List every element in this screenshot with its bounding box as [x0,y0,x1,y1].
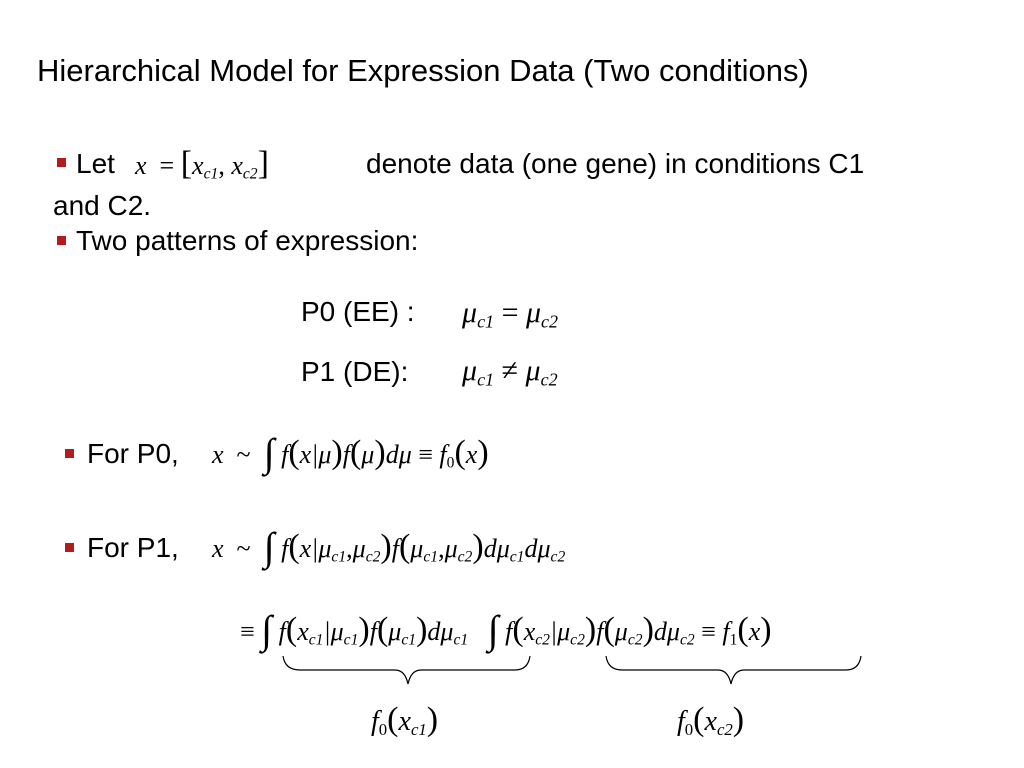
bullet-marker [65,449,74,458]
bullet-marker [57,236,66,245]
p0-label: P0 (EE) : [301,296,415,327]
brace-left-label: f0(xc1) [371,701,439,740]
p0-formula: μc1 = μc2 [462,296,559,332]
let-formula: x = [xc1, xc2] [135,145,269,183]
bullet-marker [57,158,66,167]
p1-formula: μc1 ≠ μc2 [462,354,558,390]
let-text: Let [76,148,115,179]
bullet-marker [65,543,74,552]
p1-equation-line2: ≡ ∫ f(xc1|μc1)f(μc1)dμc1 ∫ f(xc2|μc2)f(μ… [240,607,772,652]
patterns-text: Two patterns of expression: [76,225,419,256]
let-description: denote data (one gene) in conditions C1 [366,148,865,179]
p1-equation-line1: x ~ ∫ f(x|μc1,μc2)f(μc1,μc2)dμc1dμc2 [212,524,566,569]
p1-label: P1 (DE): [301,356,409,387]
for-p1-text: For P1, [87,532,179,563]
for-p0-text: For P0, [87,438,179,469]
p0-equation: x ~ ∫ f(x|μ)f(μ)dμ ≡ f0(x) [212,430,489,475]
slide-title: Hierarchical Model for Expression Data (… [37,53,809,88]
brace-right-label: f0(xc2) [677,701,745,740]
underbrace-left [282,655,531,685]
underbrace-right [605,655,862,685]
let-description-wrap: and C2. [53,190,152,221]
